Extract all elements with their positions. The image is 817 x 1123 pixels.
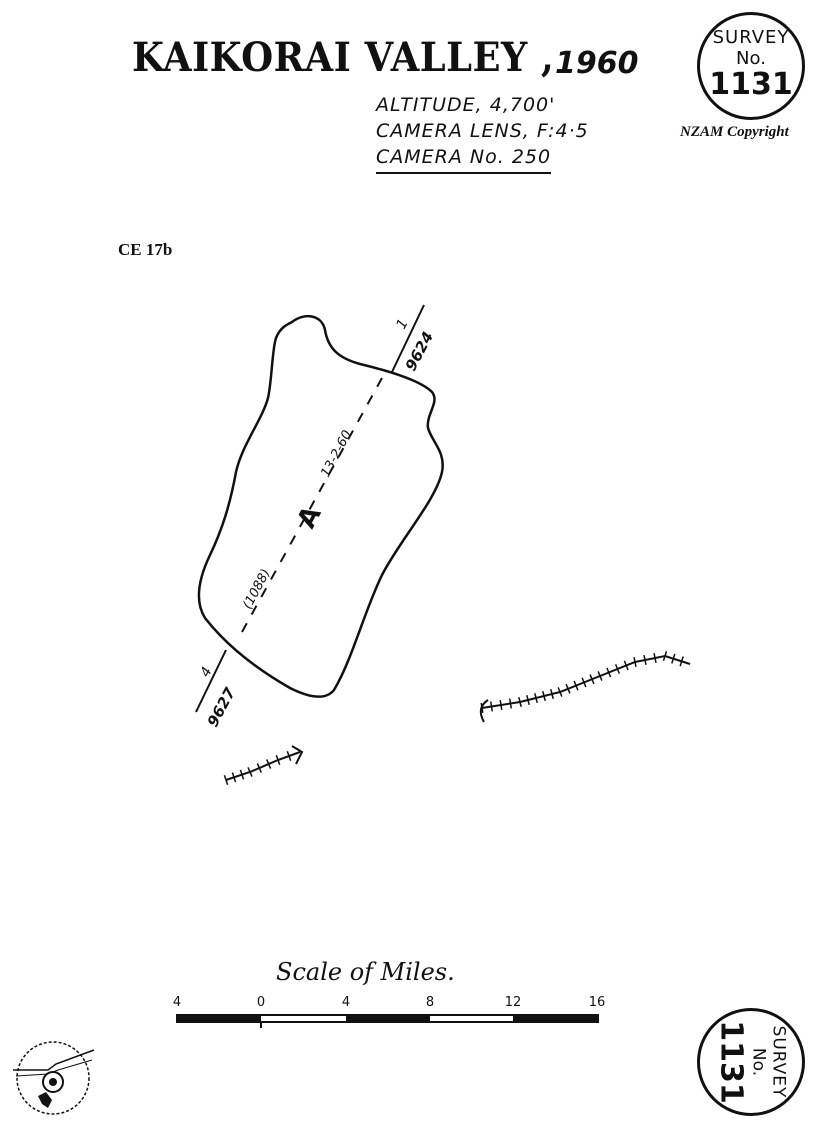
run-scale-note: (1088) bbox=[240, 567, 274, 612]
flight-start-marker bbox=[391, 304, 425, 373]
camera-number-label: CAMERA No. 250 bbox=[376, 144, 552, 174]
survey-badge-number: 1131 bbox=[709, 67, 793, 102]
scale-tick-label: 4 bbox=[172, 995, 182, 1010]
scale-tick-label: 0 bbox=[256, 995, 266, 1010]
survey-badge-no: No. bbox=[736, 48, 766, 69]
start-photo-number: 9624 bbox=[402, 329, 437, 374]
scale-title: Scale of Miles. bbox=[276, 958, 455, 986]
scale-bar bbox=[176, 1014, 599, 1028]
flight-line-a bbox=[241, 377, 383, 633]
map-year: 1960 bbox=[555, 46, 639, 81]
scale-tick-label: 12 bbox=[504, 995, 522, 1010]
start-frame-number: 1 bbox=[393, 316, 411, 331]
scale-tick-label: 4 bbox=[341, 995, 351, 1010]
flight-details: ALTITUDE, 4,700' CAMERA LENS, F:4·5 CAME… bbox=[376, 92, 589, 174]
flight-end-marker bbox=[195, 649, 227, 713]
run-date: 13-2-60 bbox=[318, 428, 355, 480]
scale-tick-label: 16 bbox=[588, 995, 606, 1010]
map-title: KAIKORAI VALLEY , bbox=[132, 34, 555, 81]
aerial-mapping-logo-icon bbox=[13, 1041, 95, 1115]
survey-badge-label: SURVEY bbox=[712, 27, 790, 48]
survey-badge-bottom: SURVEY No. 1131 bbox=[697, 1008, 805, 1116]
reference-code: CE 17b bbox=[118, 240, 173, 259]
altitude-label: ALTITUDE, 4,700' bbox=[376, 94, 556, 116]
survey-badge-top: SURVEY No. 1131 bbox=[697, 12, 805, 120]
copyright-label: NZAM Copyright bbox=[680, 124, 789, 140]
ridge-line-right bbox=[479, 651, 691, 723]
ridge-line-left bbox=[223, 745, 304, 785]
camera-lens-label: CAMERA LENS, F:4·5 bbox=[376, 120, 589, 142]
run-letter: A bbox=[292, 501, 328, 533]
coverage-outline bbox=[197, 314, 444, 698]
scale-tick-label: 8 bbox=[425, 995, 435, 1010]
end-photo-number: 9627 bbox=[204, 684, 240, 730]
